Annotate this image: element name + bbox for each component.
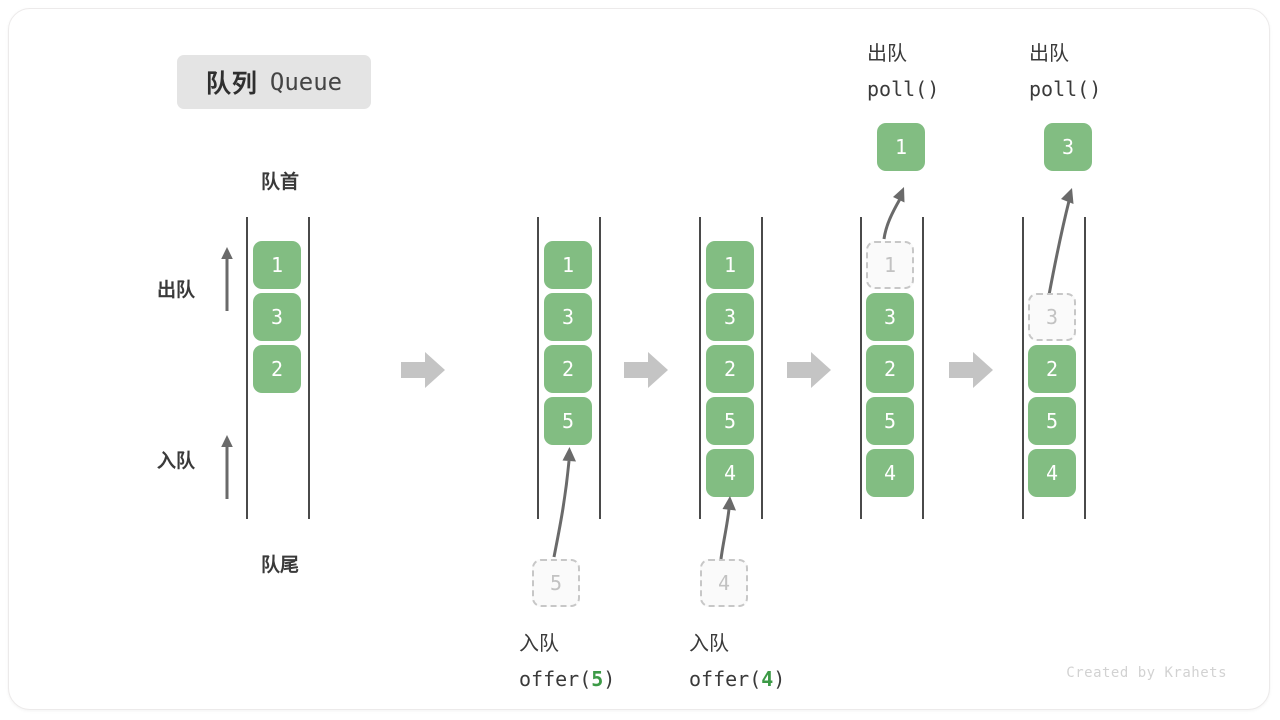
dequeue-direction-arrow-icon xyxy=(221,247,233,311)
flow-arrow-icon xyxy=(787,352,831,388)
stage-top-caption-chinese: 出队 xyxy=(867,43,907,65)
queue-element: 3 xyxy=(544,293,592,341)
queue-element: 3 xyxy=(253,293,301,341)
queue-element-new: 5 xyxy=(544,397,592,445)
enqueue-arrow-icon xyxy=(552,447,576,558)
enqueue-direction-arrow-icon xyxy=(221,435,233,499)
queue-front-label: 队首 xyxy=(260,172,299,193)
enqueue-arrow-icon xyxy=(719,496,736,560)
rail-right xyxy=(308,217,310,519)
stage-top-caption-code: poll() xyxy=(1029,77,1102,101)
rail-left xyxy=(860,217,862,519)
stage-top-caption-code: poll() xyxy=(867,77,940,101)
stage-top-caption: 出队 poll() xyxy=(1029,37,1101,107)
queue-element-removed: 1 xyxy=(866,241,914,289)
rail-left xyxy=(537,217,539,519)
pending-element-ghost: 4 xyxy=(700,559,748,607)
stage-caption-chinese: 入队 xyxy=(689,633,729,655)
queue-element: 4 xyxy=(866,449,914,497)
diagram-card: 队列 Queue 队首 队尾 出队 入队 1 3 2 xyxy=(8,8,1270,710)
rail-right xyxy=(761,217,763,519)
stage-caption: 入队 offer(4) xyxy=(689,627,785,697)
queue-element-removed: 3 xyxy=(1028,293,1076,341)
dequeue-arrow-icon xyxy=(882,187,905,240)
stage-top-caption: 出队 poll() xyxy=(867,37,939,107)
rail-left xyxy=(246,217,248,519)
diagram-title-badge: 队列 Queue xyxy=(177,55,371,109)
popped-element: 1 xyxy=(877,123,925,171)
dequeue-arrow-icon xyxy=(1047,188,1074,296)
queue-element: 2 xyxy=(544,345,592,393)
queue-element: 3 xyxy=(706,293,754,341)
queue-element: 1 xyxy=(706,241,754,289)
queue-element: 1 xyxy=(253,241,301,289)
popped-element: 3 xyxy=(1044,123,1092,171)
queue-element: 5 xyxy=(1028,397,1076,445)
rail-right xyxy=(599,217,601,519)
queue-element: 2 xyxy=(706,345,754,393)
rail-right xyxy=(1084,217,1086,519)
queue-element: 4 xyxy=(1028,449,1076,497)
queue-element: 2 xyxy=(253,345,301,393)
queue-element: 3 xyxy=(866,293,914,341)
queue-rear-label: 队尾 xyxy=(260,555,299,576)
title-english: Queue xyxy=(269,68,343,96)
flow-arrow-icon xyxy=(949,352,993,388)
stage-caption-code: offer(4) xyxy=(689,667,786,691)
enqueue-direction-label: 入队 xyxy=(157,451,196,472)
watermark-credit: Created by Krahets xyxy=(1066,665,1227,681)
rail-left xyxy=(699,217,701,519)
queue-element-new: 4 xyxy=(706,449,754,497)
queue-element: 5 xyxy=(706,397,754,445)
flow-arrow-icon xyxy=(624,352,668,388)
stage-caption-chinese: 入队 xyxy=(519,633,559,655)
stage-caption: 入队 offer(5) xyxy=(519,627,615,697)
stage-caption-code: offer(5) xyxy=(519,667,616,691)
title-chinese: 队列 xyxy=(205,70,258,98)
dequeue-direction-label: 出队 xyxy=(157,280,196,301)
queue-element: 1 xyxy=(544,241,592,289)
flow-arrow-icon xyxy=(401,352,445,388)
rail-right xyxy=(922,217,924,519)
queue-element: 2 xyxy=(866,345,914,393)
queue-element: 2 xyxy=(1028,345,1076,393)
pending-element-ghost: 5 xyxy=(532,559,580,607)
queue-element: 5 xyxy=(866,397,914,445)
stage-top-caption-chinese: 出队 xyxy=(1029,43,1069,65)
rail-left xyxy=(1022,217,1024,519)
